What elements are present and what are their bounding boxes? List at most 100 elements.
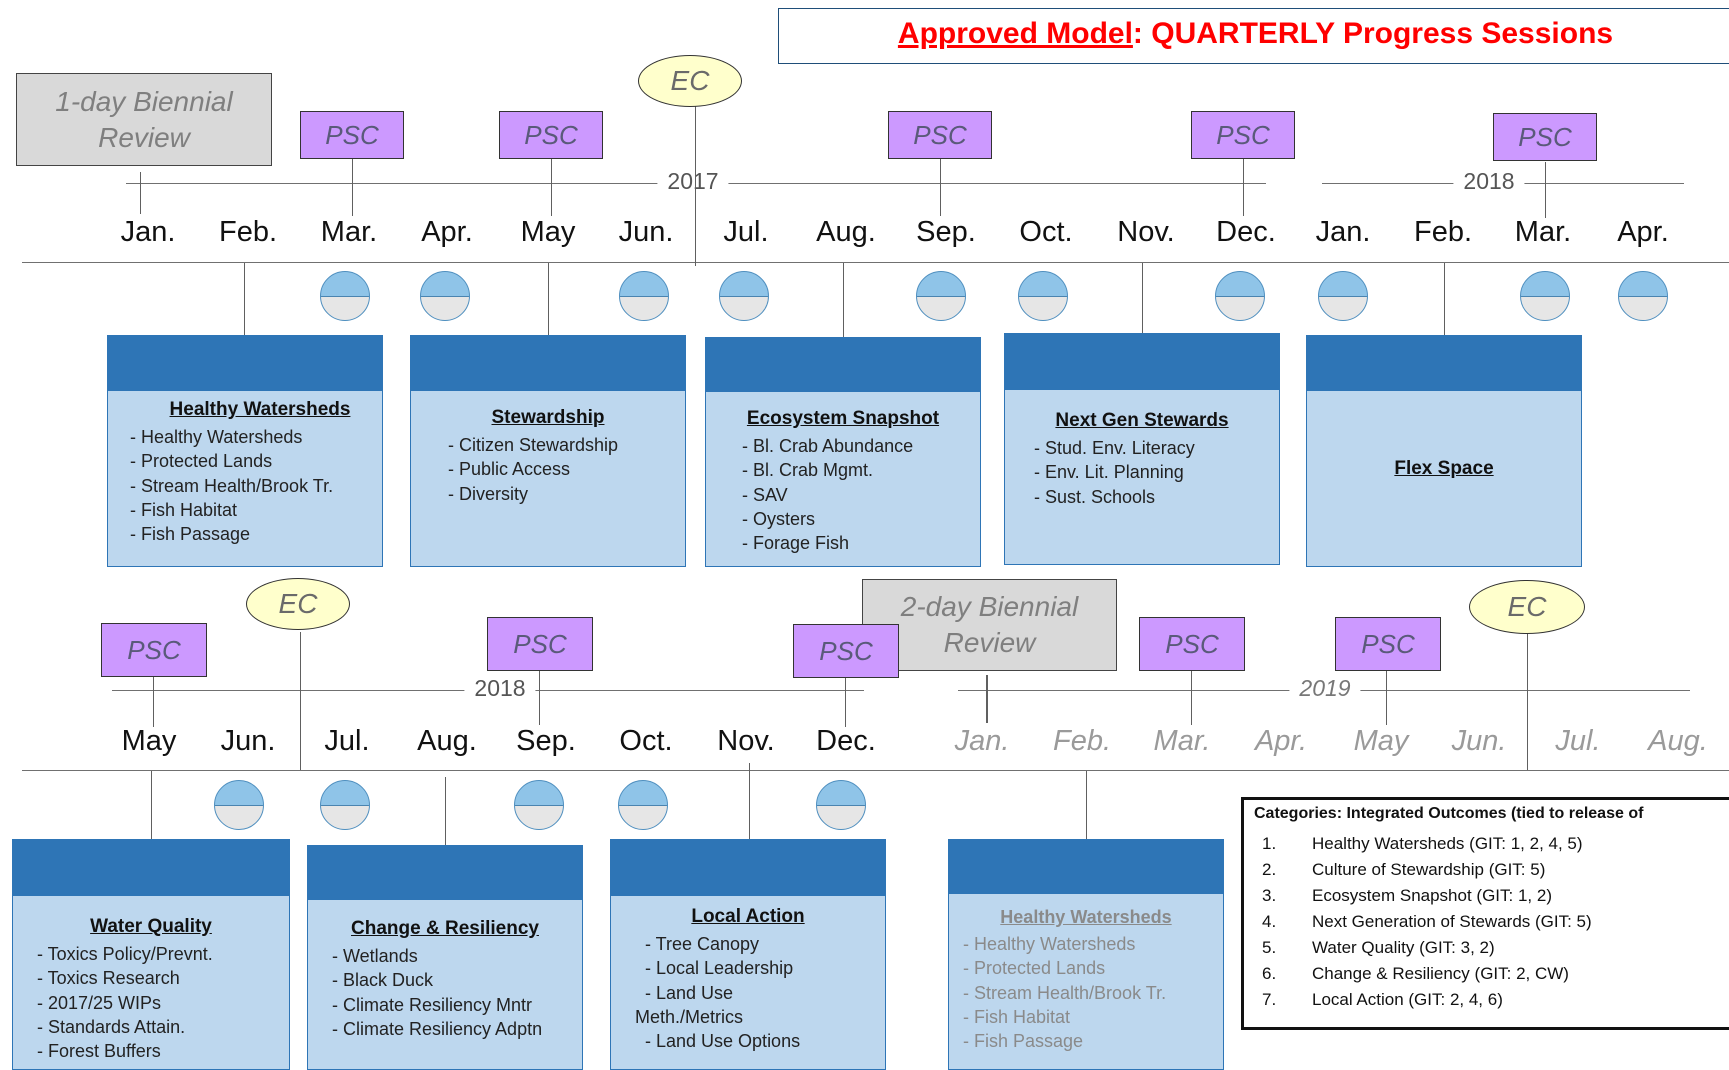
month-label: Oct. — [1019, 216, 1073, 248]
list-item: - Toxics Research — [37, 968, 180, 989]
timeline-row2 — [22, 770, 1729, 771]
month-label: Jan. — [120, 216, 176, 248]
legend-title: Categories: Integrated Outcomes (tied to… — [1254, 805, 1644, 822]
list-item: - Tree Canopy — [645, 934, 760, 954]
session-icon — [719, 271, 769, 321]
category-card-ecosystem-snapshot: Ecosystem Snapshot - Bl. Crab Abundance … — [705, 337, 981, 567]
category-card-local-action: Local Action - Tree Canopy - Local Leade… — [610, 839, 886, 1070]
session-icon — [816, 780, 866, 830]
month-label: Mar. — [1153, 725, 1211, 757]
legend-item: 5.Water Quality (GIT: 3, 2) — [1262, 938, 1495, 957]
month-label: Sep. — [916, 216, 976, 248]
list-item: - SAV — [742, 484, 788, 505]
session-icon — [1215, 271, 1265, 321]
month-label: Jun. — [1451, 725, 1507, 757]
category-card-flex-space: Flex Space — [1306, 335, 1582, 567]
psc-meeting: PSC — [300, 111, 404, 159]
session-icon — [618, 780, 668, 830]
card-items: - Stud. Env. Literacy - Env. Lit. Planni… — [1034, 436, 1195, 509]
psc-meeting: PSC — [1335, 617, 1441, 671]
category-card-stewardship: Stewardship - Citizen Stewardship - Publ… — [410, 335, 686, 567]
session-icon — [1318, 271, 1368, 321]
list-item: - Wetlands — [332, 946, 418, 966]
connector — [352, 158, 353, 216]
list-item: - Stud. Env. Literacy — [1034, 438, 1195, 458]
month-label: Mar. — [320, 216, 378, 248]
connector — [1142, 263, 1143, 333]
category-card-water-quality: Water Quality - Toxics Policy/Prevnt. - … — [12, 839, 290, 1070]
timeline-row1 — [22, 262, 1729, 263]
card-title: Ecosystem Snapshot — [746, 408, 940, 429]
header-box — [778, 8, 1729, 64]
month-label: Dec. — [816, 725, 876, 757]
card-items: - Bl. Crab Abundance - Bl. Crab Mgmt. - … — [742, 434, 913, 555]
list-item: - Land Use — [645, 982, 734, 1003]
card-items: - Tree Canopy - Local Leadership - Land … — [635, 932, 801, 1053]
card-items: - Citizen Stewardship - Public Access - … — [448, 433, 618, 506]
psc-meeting: PSC — [499, 111, 603, 159]
review-label: 2-day Biennial — [900, 591, 1079, 622]
list-item: - Forest Buffers — [37, 1041, 161, 1062]
connector — [843, 263, 844, 337]
ec-meeting: EC — [246, 578, 350, 630]
list-item: - Protected Lands — [963, 958, 1106, 979]
list-item: Meth./Metrics — [635, 1006, 744, 1027]
session-icon — [1018, 271, 1068, 321]
connector — [695, 106, 696, 266]
list-item: - Toxics Policy/Prevnt. — [37, 944, 213, 964]
list-item: - Stream Health/Brook Tr. — [963, 982, 1167, 1003]
review-label: Review — [943, 627, 1036, 658]
month-label: Aug. — [816, 216, 876, 248]
list-item: - Fish Habitat — [963, 1006, 1071, 1027]
connector — [1527, 634, 1528, 770]
month-label: Sep. — [516, 725, 576, 757]
connector — [140, 172, 141, 214]
connector — [551, 158, 552, 216]
list-item: - Oysters — [742, 508, 816, 529]
month-label: Feb. — [218, 216, 278, 248]
connector — [539, 669, 540, 725]
month-label: Apr. — [1254, 725, 1308, 757]
card-title: Stewardship — [491, 407, 605, 428]
connector — [1444, 263, 1445, 335]
category-card-change-resiliency: Change & Resiliency - Wetlands - Black D… — [307, 845, 583, 1070]
list-item: - Fish Passage — [963, 1031, 1084, 1052]
session-icon — [916, 271, 966, 321]
session-icon — [214, 780, 264, 830]
card-title: Change & Resiliency — [351, 918, 539, 939]
connector — [548, 263, 549, 335]
card-items: - Toxics Policy/Prevnt. - Toxics Researc… — [37, 942, 213, 1063]
card-title: Flex Space — [1394, 458, 1494, 479]
session-icon — [514, 780, 564, 830]
month-label: Jul. — [1555, 725, 1601, 757]
category-card-next-gen-stewards: Next Gen Stewards - Stud. Env. Literacy … — [1004, 333, 1280, 565]
review-label: 1-day Biennial — [55, 85, 233, 117]
card-title: Local Action — [691, 906, 805, 927]
year-label-2017: 2017 — [657, 168, 729, 195]
year-label-2018: 2018 — [1453, 168, 1525, 195]
month-label: Feb. — [1413, 216, 1473, 248]
card-items: - Wetlands - Black Duck - Climate Resili… — [332, 944, 542, 1041]
list-item: - Standards Attain. — [37, 1016, 186, 1037]
connector — [1545, 162, 1546, 218]
psc-meeting: PSC — [1493, 113, 1597, 161]
legend-item: 1.Healthy Watersheds (GIT: 1, 2, 4, 5) — [1262, 834, 1583, 853]
list-item: - 2017/25 WIPs — [37, 992, 162, 1013]
category-card-healthy-watersheds: Healthy Watersheds - Healthy Watersheds … — [107, 335, 383, 567]
month-label: Apr. — [421, 216, 473, 248]
connector — [153, 675, 154, 727]
month-label: Feb. — [1052, 725, 1112, 757]
connector — [1386, 669, 1387, 725]
list-item: - Land Use Options — [645, 1031, 801, 1052]
year-label-2019: 2019 — [1289, 675, 1361, 702]
psc-meeting: PSC — [101, 623, 207, 677]
ec-meeting: EC — [638, 55, 742, 107]
card-title: Next Gen Stewards — [1055, 410, 1229, 431]
connector — [151, 771, 152, 839]
legend-item: 6.Change & Resiliency (GIT: 2, CW) — [1262, 964, 1569, 983]
list-item: - Sust. Schools — [1034, 486, 1156, 507]
connector — [749, 763, 750, 839]
list-item: - Diversity — [448, 483, 528, 504]
